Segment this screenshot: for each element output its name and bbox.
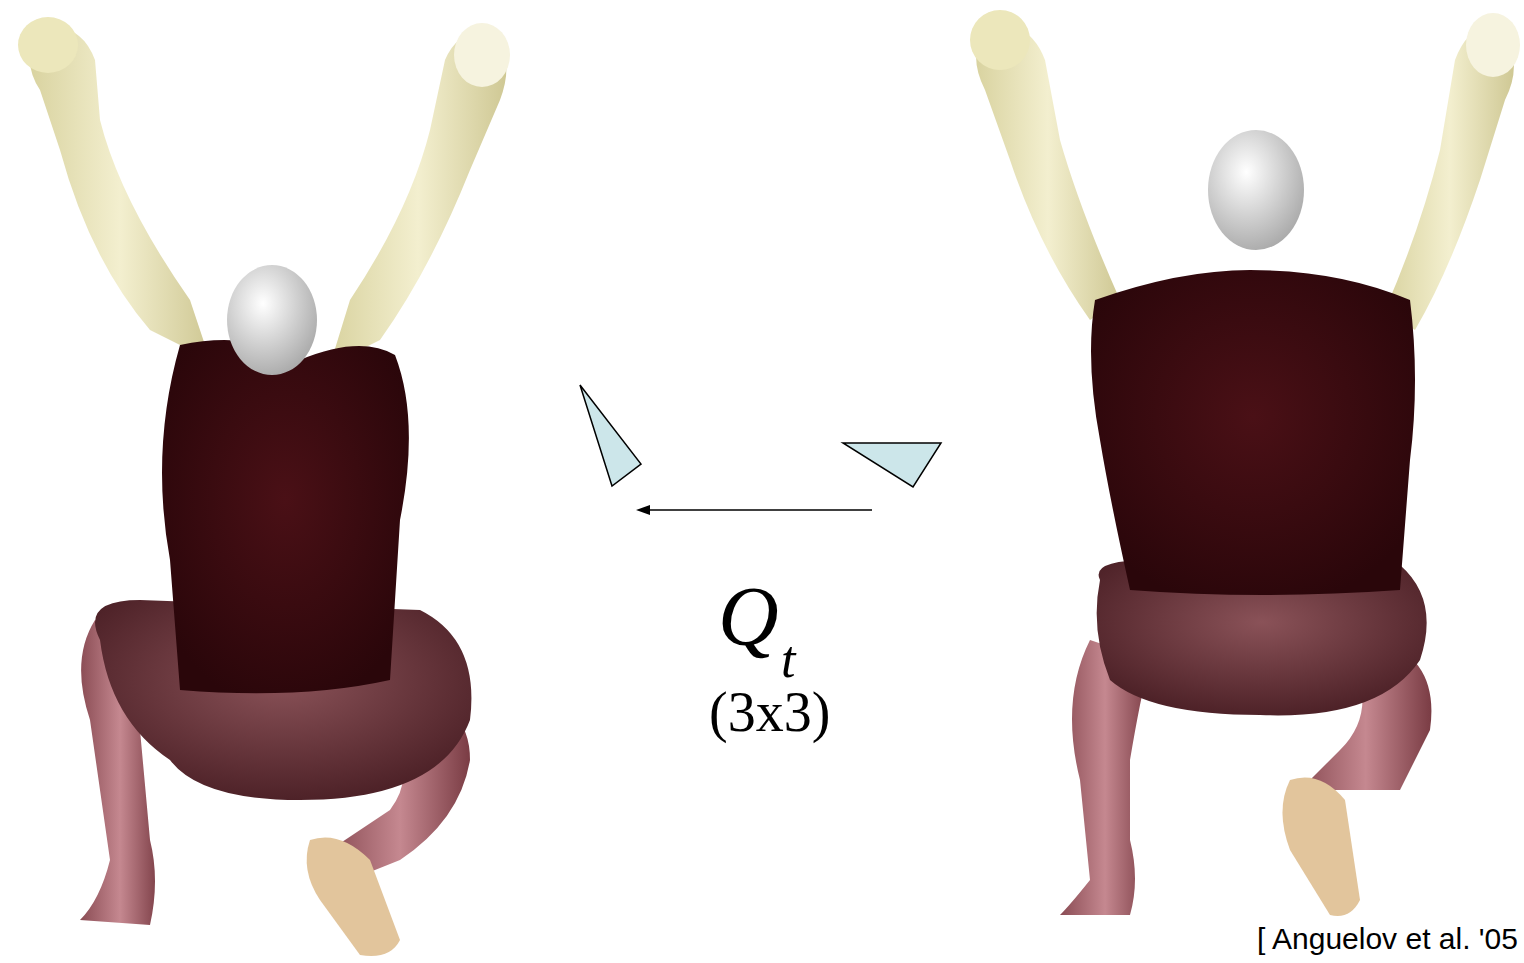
left-body-model	[18, 17, 510, 956]
source-triangle	[580, 385, 641, 486]
transform-arrow	[648, 509, 872, 511]
right-body-model	[970, 10, 1520, 916]
transform-symbol: Q	[718, 568, 779, 665]
matrix-size: (3x3)	[709, 680, 830, 744]
symbol-subscript: t	[781, 630, 795, 689]
arrow-head	[636, 505, 650, 515]
target-triangle	[843, 443, 941, 487]
citation: [ Anguelov et al. '05	[1257, 922, 1518, 956]
